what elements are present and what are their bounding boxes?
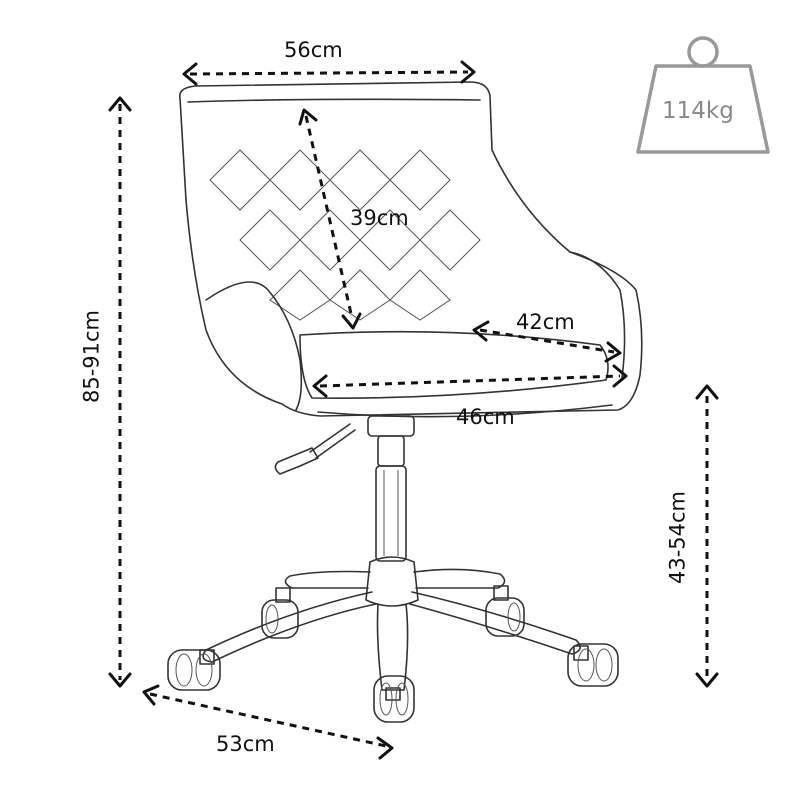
- chair-illustration: [167, 81, 643, 723]
- chair-backrest: [178, 81, 643, 417]
- dimension-total-height-arrow: [108, 96, 132, 688]
- tufting-pattern: [209, 149, 481, 321]
- dimension-seat-height-arrow: [695, 384, 719, 688]
- gas-lift: [367, 415, 415, 562]
- dimension-seat-depth-arrow: [472, 320, 622, 363]
- casters: [167, 585, 619, 723]
- seat-height-label: 43-54cm: [665, 490, 690, 585]
- caster-front-left: [167, 649, 221, 691]
- total-height-label: 85-91cm: [79, 309, 104, 404]
- backrest-height-label: 39cm: [350, 206, 409, 230]
- star-base: [202, 556, 581, 691]
- caster-back-left: [261, 587, 299, 639]
- chair-right-arm: [569, 251, 626, 379]
- weight-capacity-label: 114kg: [662, 98, 734, 124]
- seat-depth-label: 42cm: [516, 310, 575, 334]
- base-diameter-label: 53cm: [216, 732, 275, 756]
- caster-front-center: [373, 675, 415, 723]
- seat-width-label: 46cm: [456, 405, 515, 429]
- chair-left-arm: [205, 281, 303, 411]
- dimension-backrest-height-arrow: [298, 108, 362, 330]
- weight-icon: [636, 36, 770, 154]
- caster-back-right: [485, 585, 525, 637]
- dimension-top-width-arrow: [182, 60, 476, 86]
- dimension-base-diameter-arrow: [142, 684, 394, 760]
- chair-seat: [299, 330, 609, 399]
- height-lever: [274, 423, 356, 475]
- dimension-seat-width-arrow: [312, 364, 628, 398]
- caster-front-right: [567, 643, 619, 687]
- top-width-label: 56cm: [284, 38, 343, 62]
